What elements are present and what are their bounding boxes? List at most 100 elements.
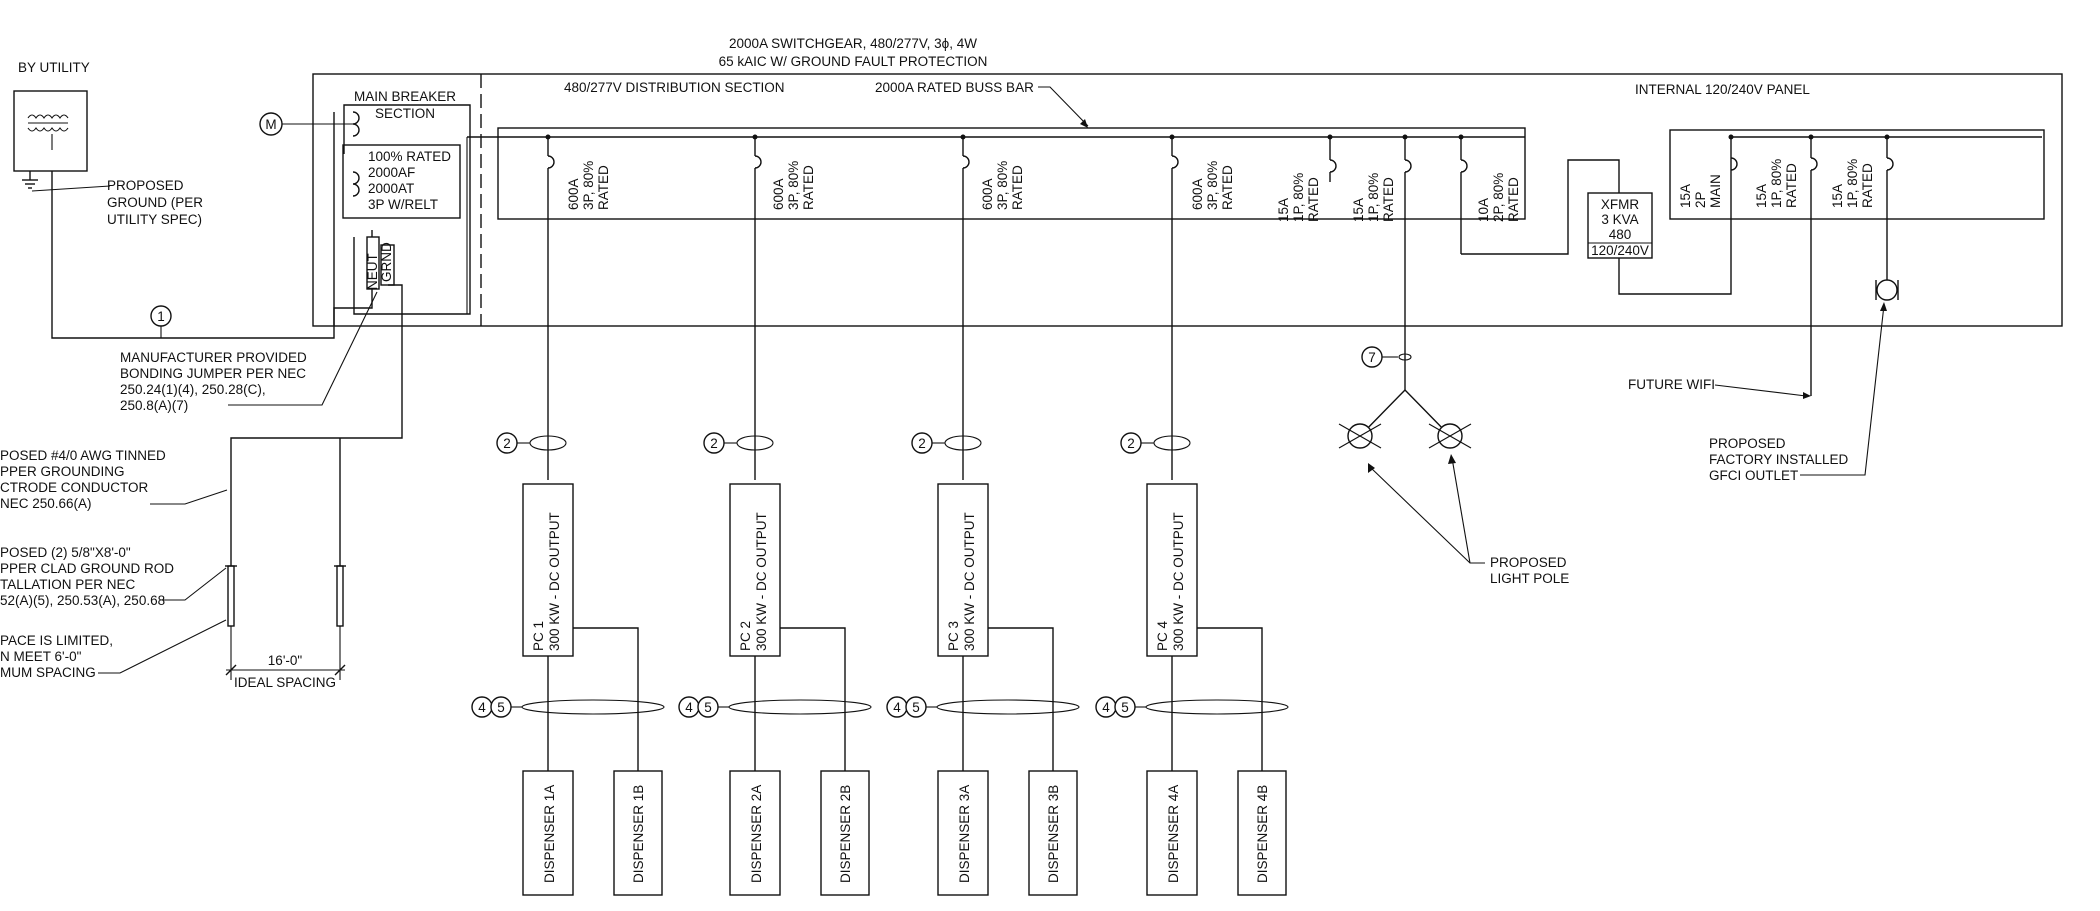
svg-text:300 KW - DC OUTPUT: 300 KW - DC OUTPUT — [962, 512, 977, 651]
panel-breaker-gfci: 15A 1P, 80% RATED — [1830, 134, 1894, 280]
xfmr-label-1: XFMR — [1601, 197, 1639, 212]
dispenser-3a — [937, 770, 989, 896]
svg-text:4: 4 — [685, 700, 693, 715]
switchgear-enclosure — [312, 73, 2063, 327]
svg-text:DISPENSER 2B: DISPENSER 2B — [838, 785, 853, 883]
svg-text:300 KW - DC OUTPUT: 300 KW - DC OUTPUT — [754, 512, 769, 651]
svg-text:PC 2: PC 2 — [738, 621, 753, 651]
svg-text:600A: 600A — [771, 178, 786, 210]
light-fixture-1-icon — [1338, 423, 1382, 449]
rod-note-1: POSED (2) 5/8"X8'-0" — [0, 545, 131, 560]
buss-bar-label: 2000A RATED BUSS BAR — [875, 80, 1034, 95]
svg-text:15A: 15A — [1678, 184, 1693, 208]
svg-text:PC 1: PC 1 — [531, 621, 546, 651]
utility-ground-note-1: PROPOSED — [107, 178, 184, 193]
switchgear-title-line2: 65 kAIC W/ GROUND FAULT PROTECTION — [719, 54, 988, 69]
dispenser-1b — [613, 770, 663, 896]
svg-text:1P, 80%: 1P, 80% — [1366, 173, 1381, 222]
svg-text:1P, 80%: 1P, 80% — [1769, 159, 1784, 208]
light-pole-note-2: LIGHT POLE — [1490, 571, 1569, 586]
neutral-bar — [366, 236, 380, 290]
breaker-600a-pc3: 600A 3P, 80% RATED — [960, 134, 1025, 480]
breaker-600a-pc2: 600A 3P, 80% RATED — [752, 134, 816, 480]
svg-text:RATED: RATED — [1306, 177, 1321, 222]
power-cabinet-4 — [1146, 483, 1198, 657]
spacing-label: IDEAL SPACING — [234, 675, 336, 690]
svg-text:DISPENSER 4A: DISPENSER 4A — [1166, 785, 1181, 883]
xfmr-label-4: 120/240V — [1591, 243, 1649, 258]
svg-text:RATED: RATED — [596, 165, 611, 210]
svg-text:RATED: RATED — [1010, 165, 1025, 210]
utility-ground-symbol — [22, 171, 38, 189]
main-breaker-rating-4: 3P W/RELT — [368, 197, 438, 212]
svg-text:M: M — [265, 117, 276, 132]
svg-text:300 KW - DC OUTPUT: 300 KW - DC OUTPUT — [1171, 512, 1186, 651]
svg-text:15A: 15A — [1276, 198, 1291, 222]
svg-text:3P, 80%: 3P, 80% — [786, 161, 801, 210]
rod-note-2: PPER CLAD GROUND ROD — [0, 561, 174, 576]
pc3-group: 2 PC 3 300 KW - DC OUTPUT 4 5 DISPENSER … — [886, 432, 1080, 896]
bonding-note-2: BONDING JUMPER PER NEC — [120, 366, 306, 381]
svg-text:RATED: RATED — [1381, 177, 1396, 222]
svg-text:2: 2 — [1127, 436, 1135, 451]
xfmr-label-3: 480 — [1609, 227, 1632, 242]
rod-note-3: TALLATION PER NEC — [0, 577, 136, 592]
utility-ground-note-2: GROUND (PER — [107, 195, 203, 210]
main-breaker-rating-1: 100% RATED — [368, 149, 451, 164]
svg-text:DISPENSER 3A: DISPENSER 3A — [957, 785, 972, 883]
breaker-10a-xfmr: 10A 2P, 80% RATED — [1458, 134, 1521, 254]
bonding-note-3: 250.24(1)(4), 250.28(C), — [120, 382, 266, 397]
main-breaker-rating-2: 2000AF — [368, 165, 415, 180]
svg-text:300 KW - DC OUTPUT: 300 KW - DC OUTPUT — [547, 512, 562, 651]
rod-note-4: 52(A)(5), 250.53(A), 250.68 — [0, 593, 165, 608]
svg-text:600A: 600A — [1190, 178, 1205, 210]
svg-text:4: 4 — [1102, 700, 1110, 715]
pc1-group: 2 PC 1 300 KW - DC OUTPUT 4 5 DISPENSER … — [471, 432, 665, 896]
main-breaker-title-2: SECTION — [375, 106, 435, 121]
breaker-600a-pc4: 600A 3P, 80% RATED — [1169, 134, 1235, 480]
light-pole-note-1: PROPOSED — [1490, 555, 1567, 570]
spacing-dimension — [225, 626, 346, 680]
pc4-group: 2 PC 4 300 KW - DC OUTPUT 4 5 DISPENSER … — [1095, 432, 1289, 896]
svg-text:MAIN: MAIN — [1708, 174, 1723, 208]
breaker-15a-spare: 15A 1P, 80% RATED — [1276, 134, 1337, 222]
switchgear-title-line1: 2000A SWITCHGEAR, 480/277V, 3ϕ, 4W — [729, 36, 977, 51]
dispenser-4b — [1237, 770, 1287, 896]
svg-text:1P, 80%: 1P, 80% — [1291, 173, 1306, 222]
svg-text:3P, 80%: 3P, 80% — [1205, 161, 1220, 210]
dispenser-3b — [1028, 770, 1078, 896]
svg-text:5: 5 — [1121, 700, 1129, 715]
bonding-note-1: MANUFACTURER PROVIDED — [120, 350, 307, 365]
svg-text:RATED: RATED — [1220, 165, 1235, 210]
ground-rod-1 — [225, 565, 237, 627]
ground-rod-2 — [334, 565, 346, 627]
xfmr-box — [1587, 192, 1653, 259]
svg-text:PC 4: PC 4 — [1155, 620, 1170, 651]
svg-text:7: 7 — [1368, 350, 1376, 365]
svg-text:600A: 600A — [566, 178, 581, 210]
svg-text:2P, 80%: 2P, 80% — [1491, 173, 1506, 222]
svg-text:1: 1 — [157, 309, 165, 324]
conductor-note-3: CTRODE CONDUCTOR — [0, 480, 149, 495]
distribution-buss-box — [497, 127, 1526, 220]
conductor-note-1: POSED #4/0 AWG TINNED — [0, 448, 166, 463]
utility-transformer — [13, 90, 88, 172]
future-wifi-label: FUTURE WIFI — [1628, 377, 1715, 392]
svg-text:5: 5 — [704, 700, 712, 715]
svg-text:4: 4 — [478, 700, 486, 715]
svg-text:2: 2 — [503, 436, 511, 451]
breaker-600a-pc1: 600A 3P, 80% RATED — [545, 134, 611, 480]
neutral-bar-label: NEUT — [365, 253, 380, 290]
space-note-2: N MEET 6'-0" — [0, 649, 82, 664]
svg-text:DISPENSER 4B: DISPENSER 4B — [1255, 785, 1270, 883]
power-cabinet-2 — [729, 483, 781, 657]
main-breaker-rating-box — [342, 144, 461, 219]
svg-text:3P, 80%: 3P, 80% — [995, 161, 1010, 210]
svg-text:5: 5 — [912, 700, 920, 715]
svg-text:DISPENSER 1A: DISPENSER 1A — [542, 785, 557, 883]
power-cabinet-1 — [522, 483, 574, 657]
dispenser-2a — [729, 770, 781, 896]
svg-text:10A: 10A — [1476, 198, 1491, 222]
svg-text:DISPENSER 2A: DISPENSER 2A — [749, 785, 764, 883]
